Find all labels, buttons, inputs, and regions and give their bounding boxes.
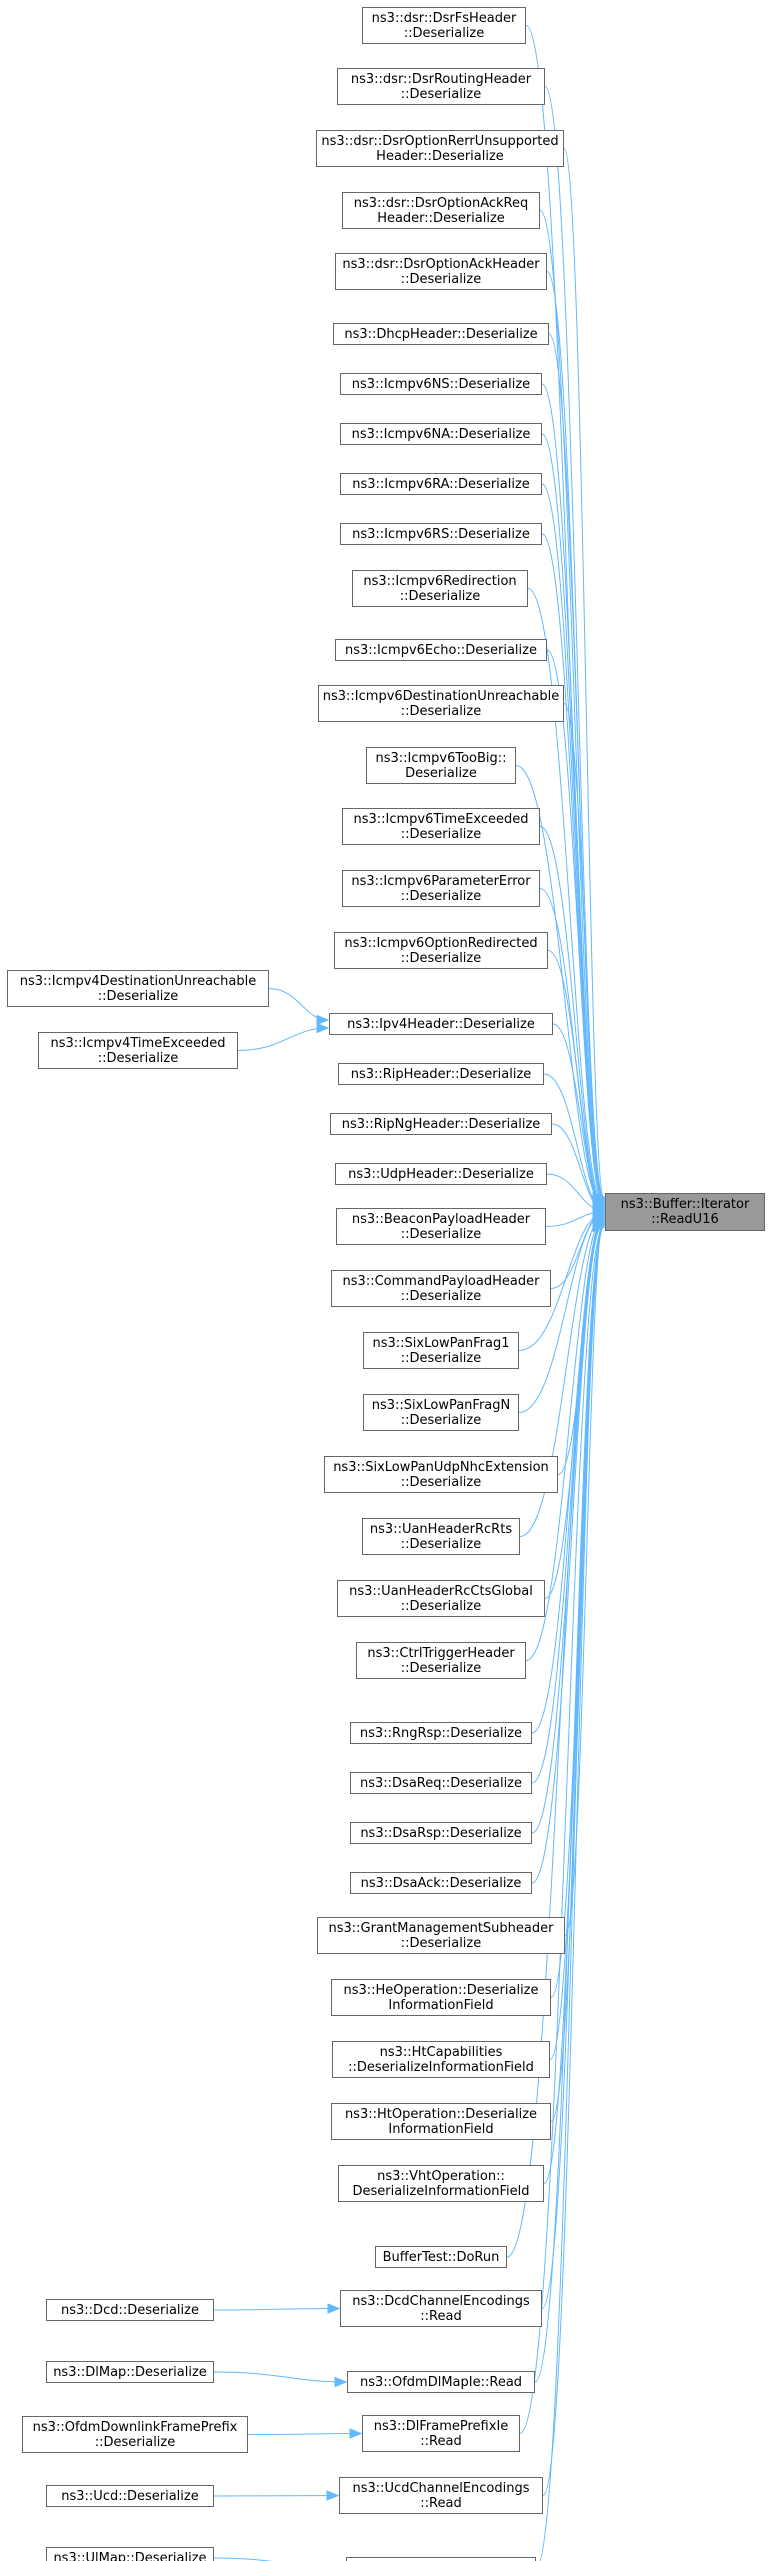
caller-node-c29[interactable]: ns3::RngRsp::Deserialize xyxy=(350,1722,532,1744)
caller-node-c3[interactable]: ns3::dsr::DsrOptionAckReq Header::Deseri… xyxy=(342,192,540,229)
edge-c30-to-target xyxy=(531,1217,605,1784)
caller-node-c10[interactable]: ns3::Icmpv6Redirection ::Deserialize xyxy=(352,570,528,607)
caller-node-c34[interactable]: ns3::HeOperation::Deserialize Informatio… xyxy=(331,1979,551,2016)
caller-node-s4[interactable]: ns3::OfdmDownlinkFramePrefix ::Deseriali… xyxy=(22,2416,248,2453)
caller-node-c24[interactable]: ns3::SixLowPanFragN ::Deserialize xyxy=(363,1394,519,1431)
caller-node-c30[interactable]: ns3::DsaReq::Deserialize xyxy=(350,1772,532,1794)
edge-c13-to-target xyxy=(515,765,605,1207)
arrowhead-s5-to-c42 xyxy=(326,2490,340,2501)
caller-node-c7[interactable]: ns3::Icmpv6NA::Deserialize xyxy=(340,423,542,445)
edge-s0-to-c17 xyxy=(268,988,329,1021)
caller-node-c13[interactable]: ns3::Icmpv6TooBig:: Deserialize xyxy=(366,747,516,784)
caller-node-c14[interactable]: ns3::Icmpv6TimeExceeded ::Deserialize xyxy=(342,808,540,845)
edge-c17-to-target xyxy=(552,1023,605,1210)
caller-node-c20[interactable]: ns3::UdpHeader::Deserialize xyxy=(335,1163,547,1185)
caller-node-c26[interactable]: ns3::UanHeaderRcRts ::Deserialize xyxy=(362,1518,520,1555)
caller-node-c12[interactable]: ns3::Icmpv6DestinationUnreachable ::Dese… xyxy=(318,685,564,722)
edge-c40-to-target xyxy=(534,1224,605,2383)
edge-s5-to-c42 xyxy=(213,2495,339,2497)
caller-node-c6[interactable]: ns3::Icmpv6NS::Deserialize xyxy=(340,373,542,395)
caller-node-c0[interactable]: ns3::dsr::DsrFsHeader ::Deserialize xyxy=(362,7,526,44)
caller-node-s3[interactable]: ns3::DlMap::Deserialize xyxy=(46,2361,214,2383)
caller-node-c41[interactable]: ns3::DlFramePrefixIe ::Read xyxy=(362,2415,520,2452)
caller-node-c5[interactable]: ns3::DhcpHeader::Deserialize xyxy=(333,323,549,345)
edge-c11-to-target xyxy=(546,649,605,1206)
caller-node-c31[interactable]: ns3::DsaRsp::Deserialize xyxy=(350,1822,532,1844)
edge-c19-to-target xyxy=(551,1123,605,1211)
caller-node-c38[interactable]: BufferTest::DoRun xyxy=(375,2246,507,2268)
edge-c28-to-target xyxy=(525,1216,605,1661)
edge-c10-to-target xyxy=(527,588,605,1205)
edge-s2-to-c39 xyxy=(213,2308,340,2311)
caller-node-c37[interactable]: ns3::VhtOperation:: DeserializeInformati… xyxy=(338,2165,544,2202)
caller-node-c33[interactable]: ns3::GrantManagementSubheader ::Deserial… xyxy=(317,1917,565,1954)
arrowhead-s2-to-c39 xyxy=(327,2303,341,2314)
caller-node-c39[interactable]: ns3::DcdChannelEncodings ::Read xyxy=(340,2290,542,2327)
arrowhead-s3-to-c40 xyxy=(334,2376,348,2388)
arrowhead-s4-to-c41 xyxy=(349,2428,363,2439)
caller-node-c1[interactable]: ns3::dsr::DsrRoutingHeader ::Deserialize xyxy=(337,68,545,105)
edge-s3-to-c40 xyxy=(213,2371,347,2383)
caller-node-c35[interactable]: ns3::HtCapabilities ::DeserializeInforma… xyxy=(332,2041,550,2078)
edge-c3-to-target xyxy=(539,210,605,1200)
caller-node-c9[interactable]: ns3::Icmpv6RS::Deserialize xyxy=(340,523,542,545)
caller-node-c8[interactable]: ns3::Icmpv6RA::Deserialize xyxy=(340,473,542,495)
caller-node-c40[interactable]: ns3::OfdmDlMapIe::Read xyxy=(347,2371,535,2393)
caller-node-c25[interactable]: ns3::SixLowPanUdpNhcExtension ::Deserial… xyxy=(324,1456,558,1493)
caller-node-s5[interactable]: ns3::Ucd::Deserialize xyxy=(46,2485,214,2507)
caller-node-c18[interactable]: ns3::RipHeader::Deserialize xyxy=(338,1063,544,1085)
caller-node-s6[interactable]: ns3::UlMap::Deserialize xyxy=(46,2547,214,2561)
edge-c42-to-target xyxy=(542,1225,605,2496)
caller-node-c16[interactable]: ns3::Icmpv6OptionRedirected ::Deserializ… xyxy=(334,932,548,969)
caller-node-c28[interactable]: ns3::CtrlTriggerHeader ::Deserialize xyxy=(356,1642,526,1679)
edge-c12-to-target xyxy=(563,703,605,1206)
caller-node-c11[interactable]: ns3::Icmpv6Echo::Deserialize xyxy=(335,639,547,661)
caller-node-c15[interactable]: ns3::Icmpv6ParameterError ::Deserialize xyxy=(342,870,540,907)
caller-node-c36[interactable]: ns3::HtOperation::Deserialize Informatio… xyxy=(331,2103,551,2140)
caller-node-c21[interactable]: ns3::BeaconPayloadHeader ::Deserialize xyxy=(336,1208,546,1245)
edge-c16-to-target xyxy=(547,950,605,1209)
caller-node-c43[interactable]: ns3::OfdmUlMapIe::Read xyxy=(346,2557,536,2561)
edge-c2-to-target xyxy=(563,148,605,1199)
edge-c24-to-target xyxy=(518,1213,605,1413)
caller-node-s1[interactable]: ns3::Icmpv4TimeExceeded ::Deserialize xyxy=(38,1032,238,1069)
caller-node-c17[interactable]: ns3::Ipv4Header::Deserialize xyxy=(329,1013,553,1035)
edge-c29-to-target xyxy=(531,1216,605,1734)
edge-c14-to-target xyxy=(539,826,605,1208)
caller-node-c42[interactable]: ns3::UcdChannelEncodings ::Read xyxy=(339,2477,543,2514)
edge-c18-to-target xyxy=(543,1073,605,1211)
caller-node-c23[interactable]: ns3::SixLowPanFrag1 ::Deserialize xyxy=(363,1332,519,1369)
caller-node-c4[interactable]: ns3::dsr::DsrOptionAckHeader ::Deseriali… xyxy=(335,253,547,290)
caller-node-c32[interactable]: ns3::DsaAck::Deserialize xyxy=(350,1872,532,1894)
caller-node-c27[interactable]: ns3::UanHeaderRcCtsGlobal ::Deserialize xyxy=(337,1580,545,1617)
arrowhead-s1-to-c17 xyxy=(316,1022,330,1034)
caller-node-c19[interactable]: ns3::RipNgHeader::Deserialize xyxy=(330,1113,552,1135)
edge-s6-to-c43 xyxy=(213,2557,274,2561)
edge-c43-to-target xyxy=(539,1226,605,2561)
arrowhead-c43-to-target xyxy=(592,1221,606,1233)
edge-s4-to-c41 xyxy=(247,2433,362,2435)
caller-node-c2[interactable]: ns3::dsr::DsrOptionRerrUnsupported Heade… xyxy=(316,130,564,167)
edge-c9-to-target xyxy=(541,533,605,1204)
edge-c26-to-target xyxy=(519,1214,605,1537)
caller-node-s0[interactable]: ns3::Icmpv4DestinationUnreachable ::Dese… xyxy=(7,970,269,1007)
caller-node-c22[interactable]: ns3::CommandPayloadHeader ::Deserialize xyxy=(331,1270,551,1307)
target-node-readu16: ns3::Buffer::Iterator ::ReadU16 xyxy=(605,1193,765,1231)
arrowhead-s0-to-c17 xyxy=(316,1014,330,1026)
edge-c41-to-target xyxy=(519,1225,605,2434)
caller-node-s2[interactable]: ns3::Dcd::Deserialize xyxy=(46,2299,214,2321)
edge-s1-to-c17 xyxy=(237,1027,329,1051)
